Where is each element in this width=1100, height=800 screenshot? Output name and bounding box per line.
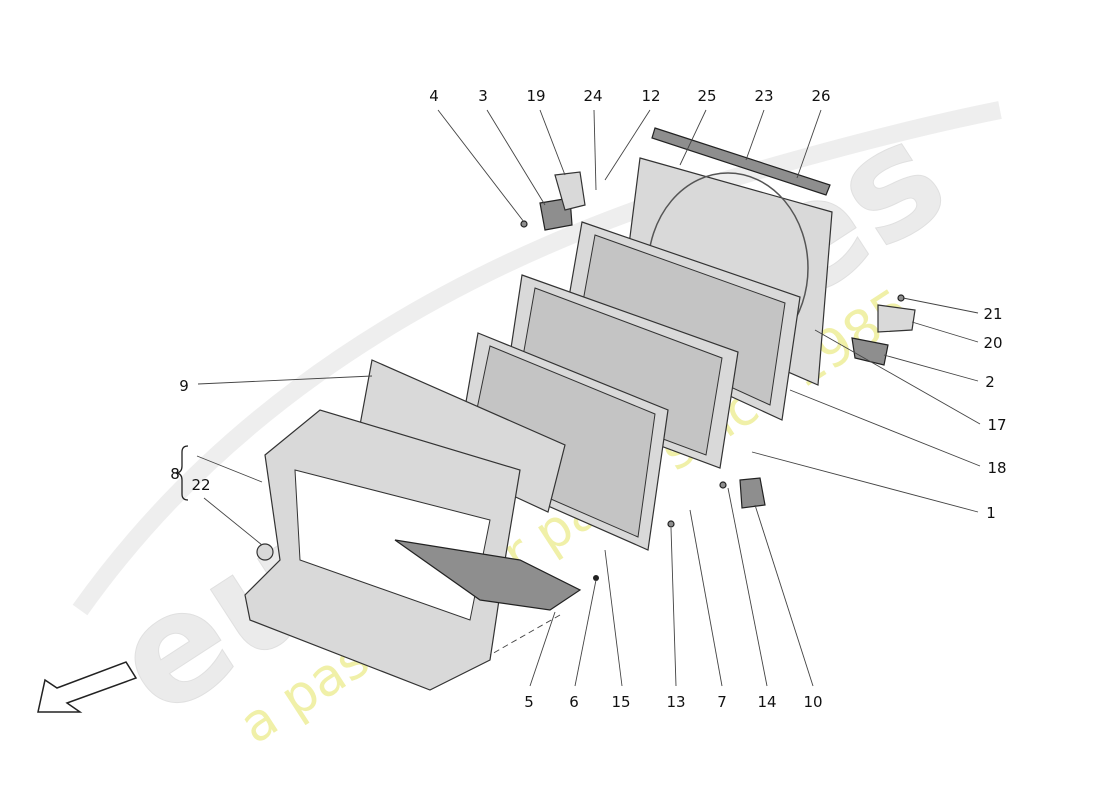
callout-25: 25 — [697, 87, 716, 105]
brace-8 — [176, 445, 189, 501]
callout-4: 4 — [429, 87, 439, 105]
callout-5: 5 — [524, 693, 534, 711]
callout-13: 13 — [666, 693, 685, 711]
screw-4 — [520, 220, 528, 228]
bracket-2 — [851, 337, 889, 366]
parts — [244, 127, 916, 691]
callout-3: 3 — [478, 87, 488, 105]
callout-9: 9 — [179, 377, 189, 395]
callout-19: 19 — [526, 87, 545, 105]
arrow-down-left-icon — [37, 661, 138, 713]
callout-20: 20 — [983, 334, 1002, 352]
callout-10: 10 — [803, 693, 822, 711]
callout-2: 2 — [985, 373, 995, 391]
callout-6: 6 — [569, 693, 579, 711]
callout-18: 18 — [987, 459, 1006, 477]
callout-15: 15 — [611, 693, 630, 711]
screw-13 — [667, 520, 675, 528]
callout-7: 7 — [717, 693, 727, 711]
callout-23: 23 — [754, 87, 773, 105]
callout-12: 12 — [641, 87, 660, 105]
support-10 — [739, 477, 766, 509]
mount-20 — [877, 304, 916, 333]
plug-22 — [256, 543, 274, 561]
top-seal-23 — [651, 127, 831, 196]
deflector-5 — [394, 539, 582, 611]
callouts: 4 3 19 24 12 25 23 26 21 20 2 17 18 1 9 … — [170, 87, 1006, 711]
screw-14 — [719, 481, 727, 489]
cover-19 — [554, 171, 586, 211]
callout-24: 24 — [583, 87, 602, 105]
callout-22: 22 — [191, 476, 210, 494]
air-duct-opening — [294, 469, 491, 621]
callout-1: 1 — [986, 504, 996, 522]
callout-26: 26 — [811, 87, 830, 105]
callout-14: 14 — [757, 693, 776, 711]
callout-21: 21 — [983, 305, 1002, 323]
screw-6 — [593, 575, 599, 581]
callout-17: 17 — [987, 416, 1006, 434]
leader-lines — [176, 109, 981, 687]
callout-8: 8 — [170, 465, 180, 483]
